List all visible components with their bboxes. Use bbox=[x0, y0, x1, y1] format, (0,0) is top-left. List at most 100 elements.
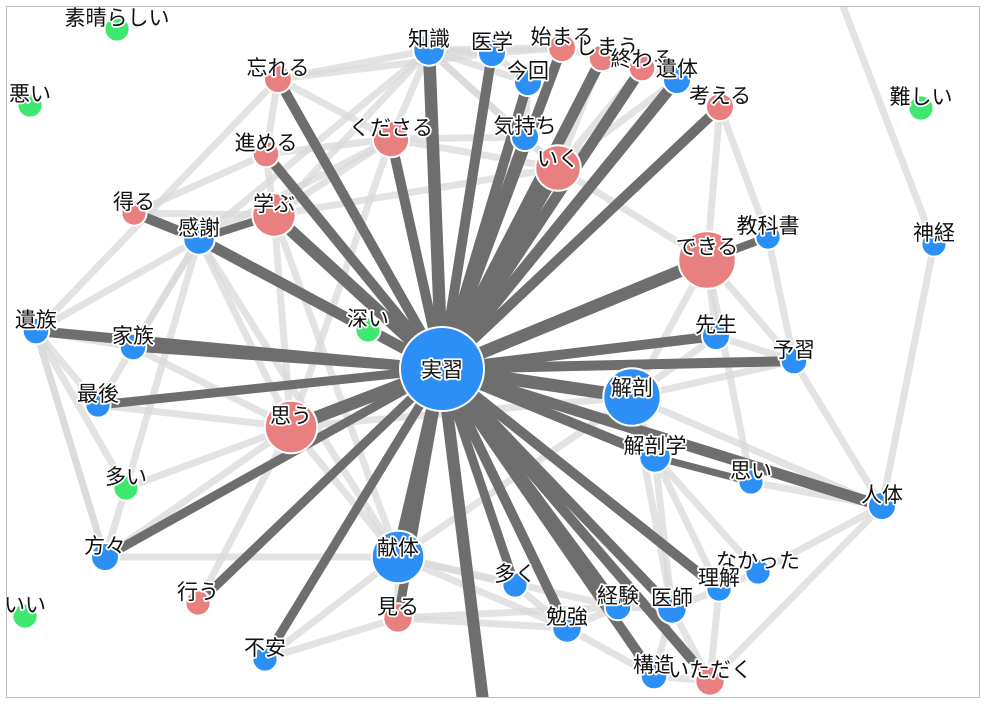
node-label-ishi: 医師 bbox=[651, 586, 693, 610]
edge-omou-kentai bbox=[287, 423, 402, 561]
edge-chishiki-konkai bbox=[425, 46, 532, 86]
node-omoi[interactable] bbox=[737, 468, 765, 496]
node-label-warui: 悪い bbox=[9, 82, 51, 106]
edge-jisshu-shimau bbox=[437, 55, 607, 372]
node-kentai[interactable] bbox=[370, 529, 426, 585]
node-kansha[interactable] bbox=[182, 222, 216, 256]
node-kyoukasho[interactable] bbox=[754, 223, 782, 251]
node-jisshu[interactable] bbox=[399, 326, 485, 412]
node-shinkei[interactable] bbox=[920, 230, 948, 258]
node-muzukashii[interactable] bbox=[907, 94, 935, 122]
edge-jisshu-jintai bbox=[440, 363, 884, 512]
edge-shinkei-jintai bbox=[878, 240, 938, 510]
edge-kansha-saigo bbox=[94, 235, 203, 409]
node-owaru[interactable] bbox=[627, 53, 657, 83]
edge-jisshu-itai bbox=[437, 76, 682, 373]
node-label-kouzou: 構造 bbox=[633, 653, 675, 677]
node-kaibougaku[interactable] bbox=[638, 440, 672, 474]
node-kouzou[interactable] bbox=[639, 661, 669, 691]
edge-iku-itai bbox=[554, 76, 681, 172]
node-nakatta[interactable] bbox=[744, 558, 772, 586]
node-benkyou[interactable] bbox=[551, 612, 583, 644]
node-jintai[interactable] bbox=[867, 491, 897, 521]
node-hajimaru[interactable] bbox=[547, 33, 577, 63]
edge-kazoku-omou bbox=[129, 343, 295, 431]
node-saigo[interactable] bbox=[84, 391, 112, 419]
edge-fuan-miru bbox=[261, 614, 402, 663]
node-subarashii[interactable] bbox=[103, 15, 131, 43]
edge-manabu-kentai bbox=[270, 211, 402, 561]
node-label-chishiki: 知識 bbox=[408, 27, 450, 51]
node-label-subarashii: 素晴らしい bbox=[65, 6, 170, 30]
node-label-hajimaru: 始まる bbox=[531, 25, 594, 49]
node-label-omou: 思う bbox=[270, 404, 312, 428]
node-ooku[interactable] bbox=[501, 571, 529, 599]
node-label-fukai: 深い bbox=[347, 307, 389, 331]
node-ishi[interactable] bbox=[656, 593, 688, 625]
node-label-manabu: 学ぶ bbox=[253, 192, 295, 216]
node-ii[interactable] bbox=[11, 602, 39, 630]
edge-omou-manabu bbox=[270, 211, 295, 431]
node-kimochi[interactable] bbox=[510, 122, 540, 152]
node-label-shinkei: 神経 bbox=[913, 221, 955, 245]
node-label-dekiru: できる bbox=[676, 235, 739, 259]
node-yoshuu[interactable] bbox=[779, 346, 809, 376]
node-iku[interactable] bbox=[534, 144, 582, 192]
node-ooi[interactable] bbox=[112, 474, 140, 502]
node-omou[interactable] bbox=[263, 399, 319, 455]
edge-jisshu-fuan bbox=[261, 366, 446, 662]
node-konkai[interactable] bbox=[513, 67, 543, 97]
node-keiken[interactable] bbox=[603, 592, 633, 622]
node-izoku[interactable] bbox=[21, 316, 51, 346]
node-label-omoi: 思い bbox=[730, 459, 772, 483]
node-kudasaru[interactable] bbox=[371, 119, 411, 159]
node-label-susumeru: 進める bbox=[235, 131, 298, 155]
node-igaku[interactable] bbox=[477, 38, 507, 68]
edge-saigo-omou bbox=[94, 401, 295, 431]
co-occurrence-network: 実習解剖献体できる思ういく学ぶくださる知識医学始まるしまう終わる遺体今回忘れる考… bbox=[7, 6, 957, 697]
node-label-keiken: 経験 bbox=[597, 584, 639, 608]
node-itadaku[interactable] bbox=[694, 665, 726, 697]
edge-ooi-omou bbox=[122, 423, 295, 492]
node-sensei[interactable] bbox=[701, 321, 731, 351]
node-label-owaru: 終わる bbox=[611, 47, 674, 71]
edge-jisshu-wasureru bbox=[273, 76, 447, 372]
edge-nakatta-jintai bbox=[754, 502, 886, 576]
node-itai[interactable] bbox=[662, 65, 692, 95]
node-kangaeru[interactable] bbox=[705, 92, 735, 122]
node-label-itai: 遺体 bbox=[656, 57, 698, 81]
edge-jintai-itadaku bbox=[706, 502, 886, 685]
node-label-igaku: 医学 bbox=[471, 30, 513, 54]
node-shimau[interactable] bbox=[587, 43, 617, 73]
node-katagata[interactable] bbox=[90, 542, 120, 572]
edge-jisshu-itadaku bbox=[438, 365, 714, 685]
node-okonau[interactable] bbox=[184, 589, 212, 617]
edge-kaibougaku-nakatta bbox=[651, 453, 762, 576]
node-eru[interactable] bbox=[120, 199, 148, 227]
node-label-katagata: 方々 bbox=[84, 534, 126, 558]
node-label-muzukashii: 難しい bbox=[890, 85, 953, 109]
node-miru[interactable] bbox=[382, 602, 414, 634]
node-label-kimochi: 気持ち bbox=[494, 114, 557, 138]
node-fukai[interactable] bbox=[354, 316, 382, 344]
node-kazoku[interactable] bbox=[118, 332, 148, 362]
node-manabu[interactable] bbox=[251, 192, 297, 238]
node-label-benkyou: 勉強 bbox=[546, 605, 588, 629]
node-label-iku: いく bbox=[537, 147, 579, 171]
node-label-kaibougaku: 解剖学 bbox=[624, 434, 687, 458]
node-label-kazoku: 家族 bbox=[112, 324, 154, 348]
node-label-ooku: 多く bbox=[494, 562, 536, 586]
node-kaibou[interactable] bbox=[602, 367, 662, 427]
node-chishiki[interactable] bbox=[412, 33, 446, 67]
node-fuan[interactable] bbox=[251, 645, 279, 673]
edge-jisshu-katagata bbox=[102, 365, 445, 561]
node-susumeru[interactable] bbox=[251, 139, 281, 169]
node-label-itadaku: いただく bbox=[668, 658, 752, 682]
node-warui[interactable] bbox=[16, 91, 44, 119]
node-dekiru[interactable] bbox=[677, 230, 737, 290]
node-wasureru[interactable] bbox=[263, 64, 293, 94]
edge-jisshu-saigo bbox=[97, 364, 443, 410]
node-label-jisshu: 実習 bbox=[421, 358, 463, 382]
edge-kyoukasho-yoshuu bbox=[764, 233, 798, 365]
node-rikai[interactable] bbox=[705, 575, 733, 603]
